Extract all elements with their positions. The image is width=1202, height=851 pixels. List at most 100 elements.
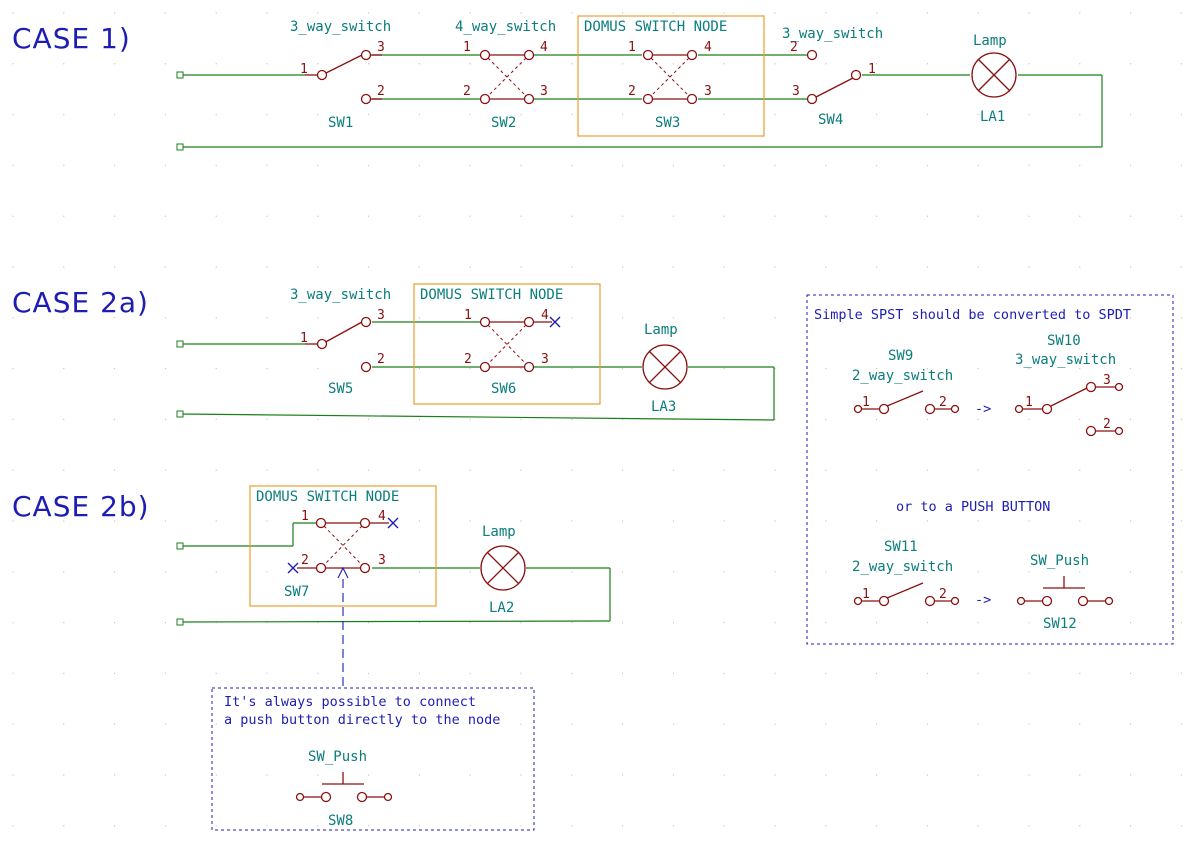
lamp-la1[interactable]: Lamp LA1	[971, 33, 1017, 125]
pin-label: 1	[464, 308, 472, 323]
pin-label: 1	[463, 40, 471, 55]
terminal-flag	[176, 410, 184, 418]
case-1-title: CASE 1)	[12, 22, 131, 55]
terminal-flag	[176, 71, 184, 79]
component-value: 4_way_switch	[455, 19, 556, 35]
pin-label: 2	[939, 395, 947, 410]
component-value: Lamp	[482, 524, 516, 540]
case-2b-title: CASE 2b)	[12, 490, 150, 523]
component-value: 3_way_switch	[782, 26, 883, 42]
case-2b-wires	[179, 522, 611, 623]
switch-sw1[interactable]: 1 3 2 3_way_switch SW1	[290, 19, 391, 131]
pin-label: 1	[868, 62, 876, 77]
pin-label: 4	[541, 308, 549, 323]
pin-label: 1	[300, 62, 308, 77]
arrow-label: ->	[975, 592, 991, 608]
pin-label: 3	[377, 40, 385, 55]
lamp-la3[interactable]: Lamp LA3	[642, 322, 688, 415]
switch-sw9[interactable]: 1 2 SW9 2_way_switch	[852, 348, 960, 415]
component-ref: SW10	[1047, 333, 1081, 349]
pin-label: 3	[792, 84, 800, 99]
component-ref: SW12	[1043, 616, 1077, 632]
no-connect-icon	[549, 316, 561, 328]
component-value: 2_way_switch	[852, 559, 953, 575]
pin-label: 3	[1103, 373, 1111, 388]
component-value: SW_Push	[1030, 553, 1089, 569]
switch-sw10[interactable]: 1 3 2 SW10 3_way_switch	[1014, 333, 1124, 437]
switch-sw5[interactable]: 1 3 2 3_way_switch SW5	[290, 287, 391, 397]
domus-switch-node-sw3[interactable]: DOMUS SWITCH NODE 1 4 2 3 SW3	[577, 15, 765, 137]
pin-label: 1	[301, 509, 309, 524]
node-title: DOMUS SWITCH NODE	[420, 287, 563, 303]
component-ref: SW6	[491, 381, 516, 397]
push-button-note: It's always possible to connect a push b…	[211, 687, 535, 831]
note-line-1: It's always possible to connect	[224, 694, 476, 710]
pin-label: 4	[704, 40, 712, 55]
pin-label: 1	[628, 40, 636, 55]
pin-label: 1	[862, 587, 870, 602]
lamp-la2[interactable]: Lamp LA2	[480, 524, 526, 616]
domus-switch-node-sw6[interactable]: DOMUS SWITCH NODE 1 4 2 3 SW6	[413, 283, 601, 405]
arrow-label: ->	[975, 401, 991, 417]
component-value: 3_way_switch	[290, 287, 391, 303]
component-value: Lamp	[973, 33, 1007, 49]
component-ref: LA3	[651, 399, 676, 415]
pin-label: 1	[862, 395, 870, 410]
pin-label: 2	[790, 40, 798, 55]
node-title: DOMUS SWITCH NODE	[584, 19, 727, 35]
switch-sw2[interactable]: 1 4 2 3 4_way_switch SW2	[455, 19, 556, 131]
switch-sw4[interactable]: 2 3 1 3_way_switch SW4	[782, 26, 883, 128]
note-title: Simple SPST should be converted to SPDT	[814, 307, 1131, 323]
switch-sw11[interactable]: 1 2 SW11 2_way_switch	[852, 539, 960, 607]
case-1-wires	[180, 54, 1103, 148]
component-ref: SW11	[884, 539, 918, 555]
component-ref: SW5	[328, 381, 353, 397]
terminal-flag	[176, 618, 184, 626]
component-ref: SW2	[491, 115, 516, 131]
component-value: SW_Push	[308, 749, 367, 765]
component-ref: SW8	[328, 813, 353, 829]
component-ref: SW1	[328, 115, 353, 131]
note-line-2: a push button directly to the node	[224, 712, 500, 728]
pin-label: 2	[939, 587, 947, 602]
component-ref: SW7	[284, 584, 309, 600]
component-value: 2_way_switch	[852, 368, 953, 384]
pin-label: 1	[300, 331, 308, 346]
terminal-flag	[176, 340, 184, 348]
component-ref: LA2	[489, 600, 514, 616]
pointer-arrow	[337, 566, 349, 686]
pin-label: 2	[377, 352, 385, 367]
pin-label: 2	[1103, 417, 1111, 432]
component-ref: LA1	[980, 109, 1005, 125]
pin-label: 2	[464, 352, 472, 367]
terminal-flag	[176, 143, 184, 151]
push-button-sw12[interactable]: SW_Push SW12	[1016, 553, 1114, 632]
pin-label: 3	[704, 84, 712, 99]
no-connect-icon	[387, 517, 399, 529]
terminal-flag	[176, 542, 184, 550]
note-or-push: or to a PUSH BUTTON	[896, 499, 1050, 515]
pin-label: 3	[541, 352, 549, 367]
pin-label: 3	[378, 553, 386, 568]
pin-label: 2	[628, 84, 636, 99]
pin-label: 1	[1025, 395, 1033, 410]
pin-label: 4	[540, 40, 548, 55]
pin-label: 3	[377, 308, 385, 323]
spst-conversion-note: Simple SPST should be converted to SPDT …	[806, 294, 1174, 645]
push-button-sw8[interactable]: SW_Push SW8	[295, 749, 393, 829]
no-connect-icon	[287, 562, 299, 574]
pin-label: 2	[301, 553, 309, 568]
pin-label: 2	[463, 84, 471, 99]
component-ref: SW4	[818, 112, 843, 128]
component-value: 3_way_switch	[1015, 352, 1116, 368]
component-value: 3_way_switch	[290, 19, 391, 35]
node-title: DOMUS SWITCH NODE	[256, 489, 399, 505]
component-ref: SW3	[655, 115, 680, 131]
case-2a-title: CASE 2a)	[12, 286, 149, 319]
case-2a-wires	[179, 321, 775, 421]
pin-label: 2	[377, 84, 385, 99]
pin-label: 4	[378, 509, 386, 524]
component-ref: SW9	[888, 348, 913, 364]
pin-label: 3	[540, 84, 548, 99]
